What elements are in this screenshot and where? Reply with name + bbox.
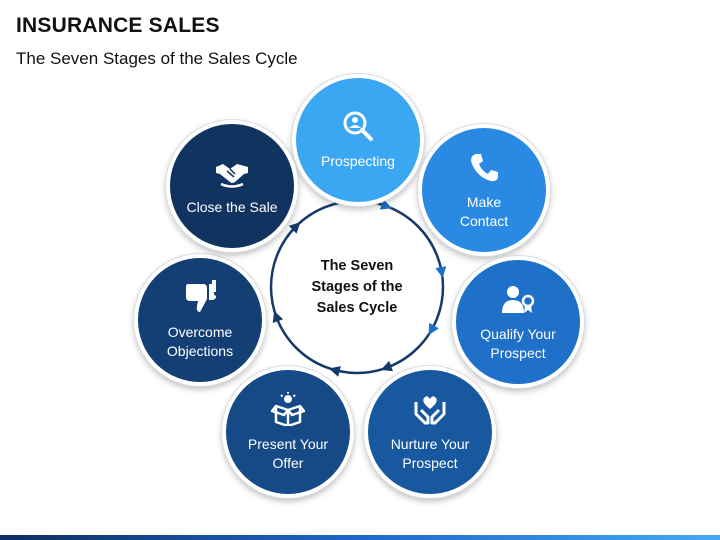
handshake-icon: [216, 164, 248, 188]
stage-present-offer[interactable]: Present Your Offer: [222, 366, 354, 498]
stage-label: Make Contact: [459, 193, 509, 229]
stage-qualify-prospect[interactable]: Qualify Your Prospect: [452, 256, 584, 388]
page-subtitle: The Seven Stages of the Sales Cycle: [16, 49, 298, 68]
magnifier-person-icon: [343, 111, 373, 141]
stage-label: Overcome Objections: [166, 323, 234, 359]
stage-close-sale[interactable]: Close the Sale: [166, 120, 298, 252]
cycle-arrowhead: [380, 360, 393, 372]
stage-make-contact[interactable]: Make Contact: [418, 124, 550, 256]
cycle-center-text: The Seven Stages of the Sales Cycle: [311, 257, 403, 316]
stage-label: Close the Sale: [186, 199, 278, 215]
stage-nurture-prospect[interactable]: Nurture Your Prospect: [364, 366, 496, 498]
stage-label: Nurture Your Prospect: [390, 435, 470, 471]
heart-hands-icon: [414, 395, 446, 424]
stage-label: Prospecting: [321, 153, 395, 169]
idea-box-icon: [271, 391, 305, 426]
stage-label: Present Your Offer: [247, 435, 329, 471]
bottom-accent-bar: [0, 535, 720, 540]
page-title: INSURANCE SALES: [16, 14, 220, 37]
stage-label: Qualify Your Prospect: [480, 325, 556, 361]
phone-icon: [471, 153, 498, 181]
stage-prospecting[interactable]: Prospecting: [292, 74, 424, 206]
person-award-icon: [502, 285, 535, 313]
stage-overcome-objections[interactable]: Overcome Objections: [134, 254, 266, 386]
cycle-arrowhead: [328, 366, 341, 377]
thumbs-down-icon: [186, 279, 216, 312]
